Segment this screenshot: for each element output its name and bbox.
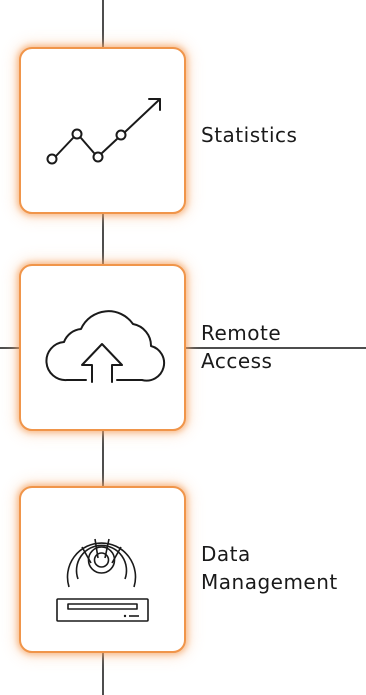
connector-1-2	[102, 214, 104, 264]
disc-drive-icon	[56, 538, 149, 622]
statistics-label-line-1: Statistics	[201, 123, 298, 147]
data-management-label-line-1: Data	[201, 542, 251, 566]
data-management-card[interactable]	[19, 486, 186, 653]
connector-left	[0, 347, 20, 349]
remote-access-card[interactable]	[19, 264, 186, 431]
data-management-label: Data Management	[201, 540, 338, 596]
statistics-card[interactable]	[19, 47, 186, 214]
connector-right	[186, 347, 366, 349]
connector-2-3	[102, 429, 104, 487]
remote-access-label: Remote Access	[201, 319, 281, 375]
trend-chart-icon	[46, 98, 161, 165]
statistics-label: Statistics	[201, 121, 297, 149]
cloud-upload-icon	[45, 310, 166, 383]
remote-access-label-line-2: Access	[201, 349, 273, 373]
connector-bottom	[102, 651, 104, 695]
connector-top	[102, 0, 104, 49]
data-management-label-line-2: Management	[201, 570, 338, 594]
remote-access-label-line-1: Remote	[201, 321, 282, 345]
